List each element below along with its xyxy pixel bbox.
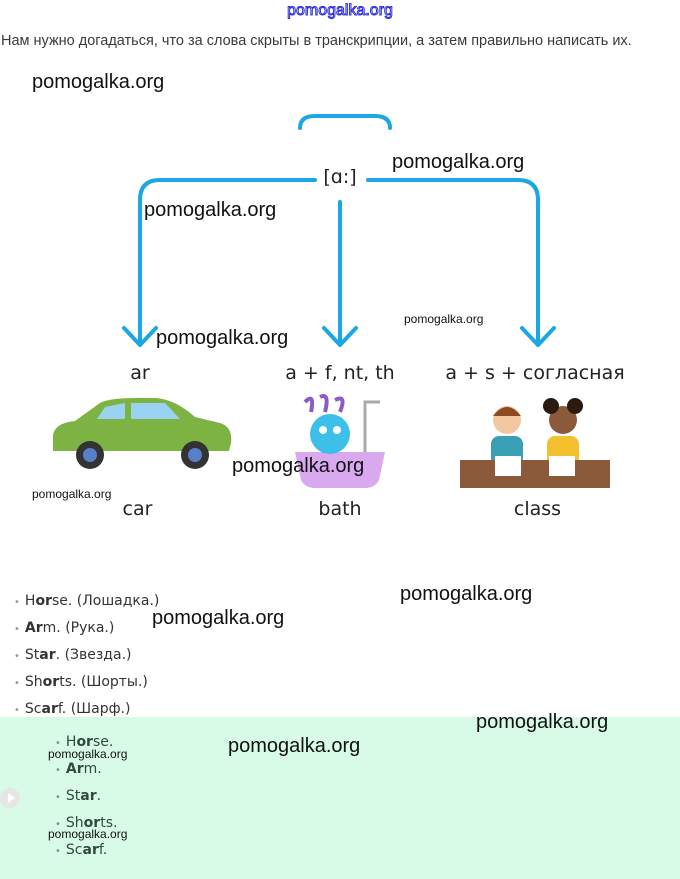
sound-label: [ɑ:] [323, 166, 357, 188]
play-icon[interactable] [0, 788, 20, 808]
rule-bath: a + f, nt, th [285, 362, 395, 384]
arrow-left [122, 178, 317, 347]
watermark: pomogalka.org [476, 711, 609, 733]
watermark: pomogalka.org [392, 151, 525, 173]
list-item: •Star. [55, 788, 102, 804]
watermark: pomogalka.org [32, 71, 165, 93]
answer-panel [0, 717, 680, 879]
class-illustration [460, 398, 610, 488]
header-watermark[interactable]: pomogalka.org [287, 2, 394, 20]
watermark: pomogalka.org [232, 455, 365, 477]
list-item: •Scarf. [55, 842, 108, 858]
green-answers-list: •Horse. •Arm. •Star. •Shorts. •Scarf. [55, 729, 117, 864]
top-arc [298, 114, 392, 130]
list-item: •Arm. [55, 761, 102, 777]
watermark: pomogalka.org [152, 607, 285, 629]
word-car: car [122, 498, 153, 520]
rule-ar: ar [130, 362, 150, 384]
list-item: •Horse. [55, 734, 114, 750]
arrow-right [366, 178, 556, 347]
watermark: pomogalka.org [32, 487, 112, 501]
list-item: •Shorts. (Шорты.) [14, 674, 148, 690]
watermark: pomogalka.org [404, 312, 484, 326]
word-class: class [513, 498, 562, 520]
watermark: pomogalka.org [144, 199, 277, 221]
list-item: •Scarf. (Шарф.) [14, 701, 131, 717]
bath-illustration [295, 394, 385, 488]
list-item: •Shorts. [55, 815, 118, 831]
list-item: •Star. (Звезда.) [14, 647, 132, 663]
watermark: pomogalka.org [228, 735, 361, 757]
list-item: •Horse. (Лошадка.) [14, 593, 160, 609]
watermark: pomogalka.org [156, 327, 289, 349]
intro-text: Нам нужно догадаться, что за слова скрыт… [1, 33, 632, 49]
list-item: •Arm. (Рука.) [14, 620, 115, 636]
watermark: pomogalka.org [48, 827, 128, 841]
car-illustration [53, 397, 232, 469]
word-bath: bath [318, 498, 362, 520]
watermark: pomogalka.org [48, 747, 128, 761]
rule-class: a + s + согласная [445, 362, 625, 384]
answers-list: •Horse. (Лошадка.) •Arm. (Рука.) •Star. … [14, 588, 159, 723]
transcription-diagram [122, 114, 556, 347]
arrow-middle [322, 200, 358, 347]
watermark: pomogalka.org [400, 583, 533, 605]
